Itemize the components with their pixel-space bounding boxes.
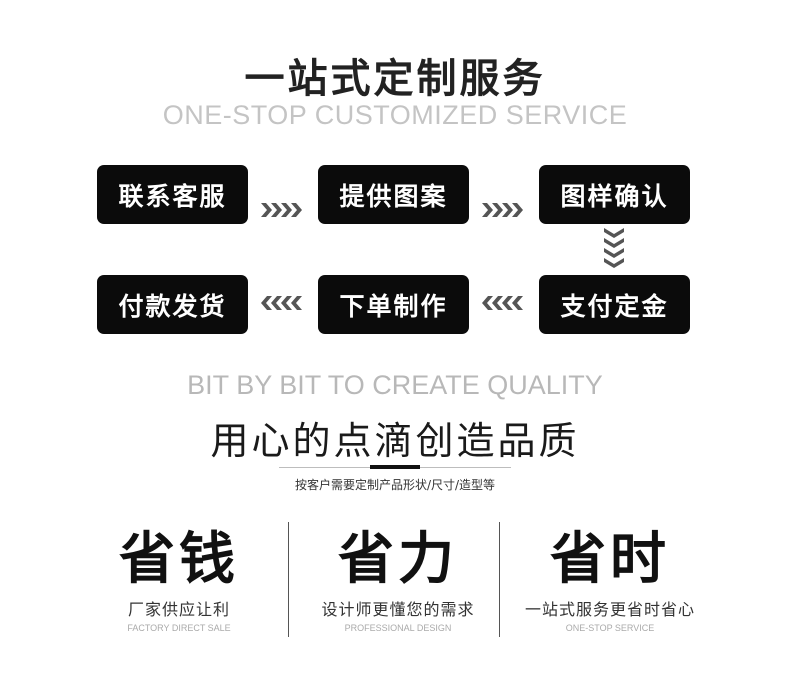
chevrons-left-icon (482, 296, 524, 310)
feature-english: ONE-STOP SERVICE (565, 623, 655, 633)
customization-note: 按客户需要定制产品形状/尺寸/造型等 (294, 478, 496, 492)
feature-title: 省力 (338, 527, 458, 592)
quality-title: 用心的点滴创造品质 (210, 419, 580, 463)
chevrons-down-icon (604, 228, 624, 268)
feature-save-effort: 省力 设计师更懂您的需求 PROFESSIONAL DESIGN (283, 527, 513, 634)
step-contact-service: 联系客服 (97, 165, 248, 224)
step-pay-deposit: 支付定金 (539, 275, 690, 334)
step-provide-pattern: 提供图案 (318, 165, 469, 224)
divider-accent (370, 465, 420, 469)
feature-english: PROFESSIONAL DESIGN (344, 623, 452, 633)
feature-description: 一站式服务更省时省心 (524, 600, 695, 619)
step-pay-ship: 付款发货 (97, 275, 248, 334)
step-place-order: 下单制作 (318, 275, 469, 334)
feature-save-time: 省时 一站式服务更省时省心 ONE-STOP SERVICE (495, 527, 725, 634)
page-title: 一站式定制服务 (244, 56, 546, 102)
chevrons-left-icon (261, 296, 303, 310)
chevrons-right-icon (261, 203, 303, 217)
page-subtitle: ONE-STOP CUSTOMIZED SERVICE (162, 100, 628, 130)
feature-title: 省时 (550, 527, 670, 592)
column-divider (288, 522, 289, 637)
quality-subtitle: BIT BY BIT TO CREATE QUALITY (187, 370, 603, 400)
feature-title: 省钱 (119, 527, 239, 592)
feature-save-money: 省钱 厂家供应让利 FACTORY DIRECT SALE (64, 527, 294, 634)
feature-description: 设计师更懂您的需求 (321, 600, 475, 619)
chevrons-right-icon (482, 203, 524, 217)
column-divider (499, 522, 500, 637)
feature-description: 厂家供应让利 (127, 600, 230, 619)
feature-english: FACTORY DIRECT SALE (127, 623, 231, 633)
step-confirm-design: 图样确认 (539, 165, 690, 224)
